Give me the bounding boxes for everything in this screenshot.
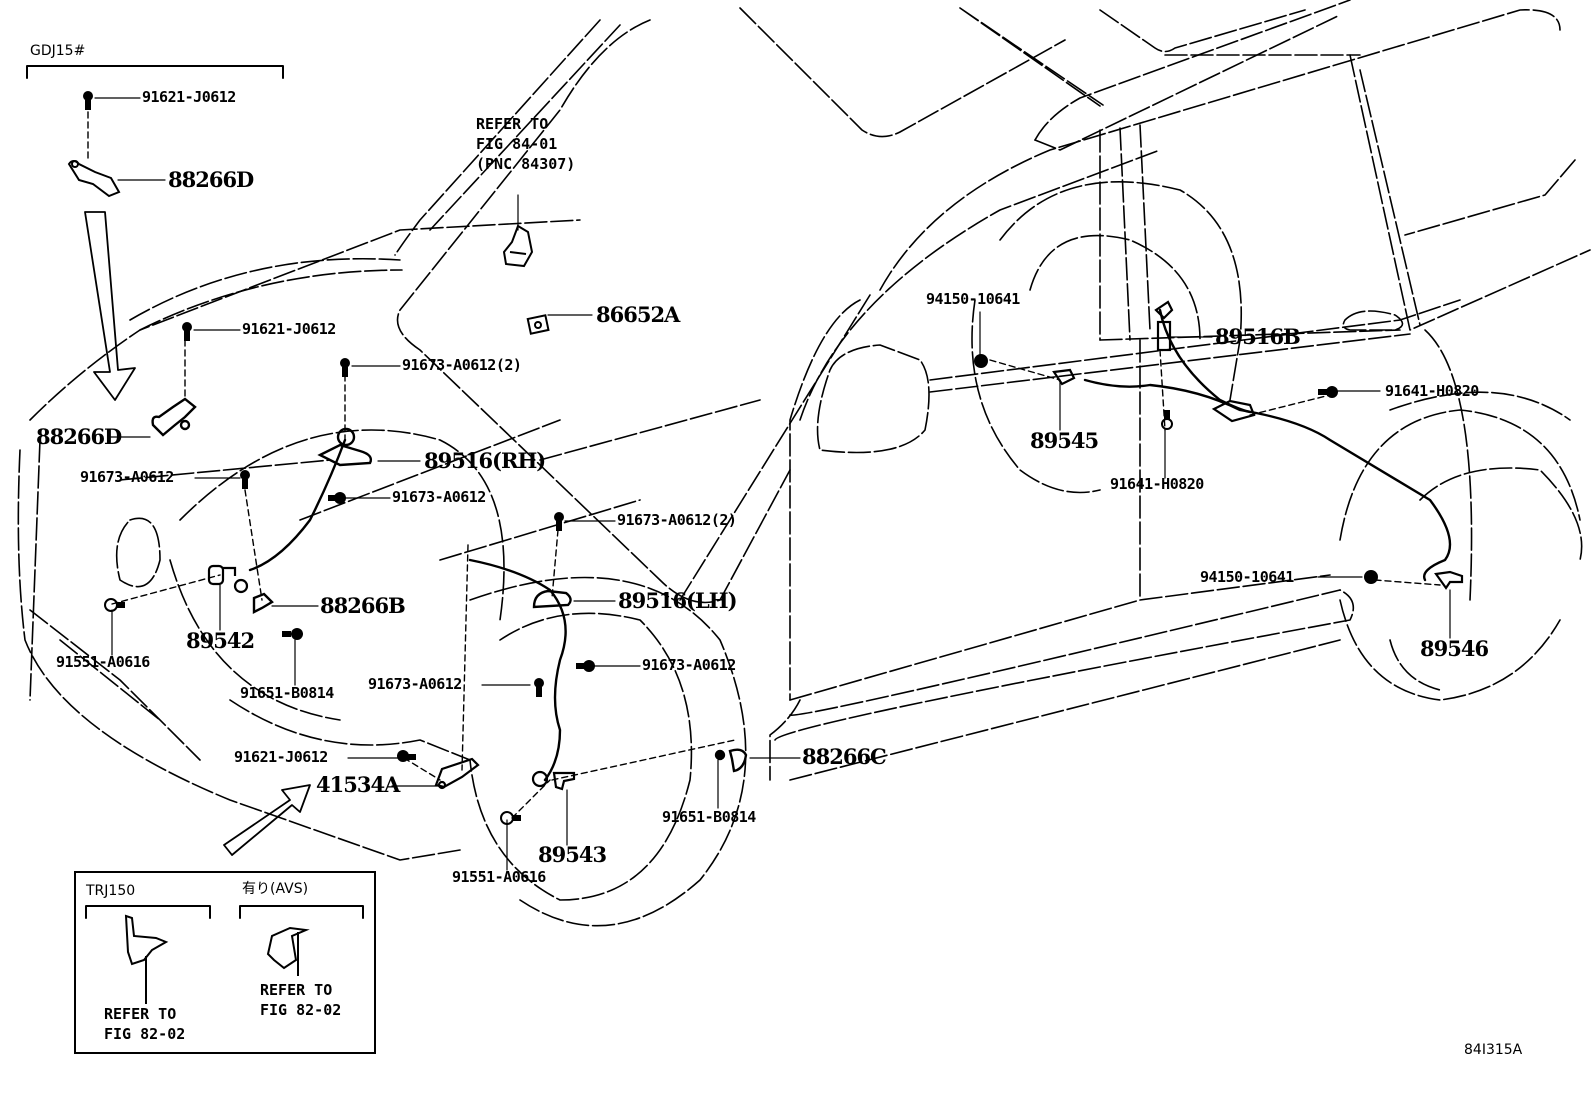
callout-88266D[interactable]: 88266D (36, 424, 122, 449)
inset-refer-right[interactable]: REFER TO FIG 82-02 (260, 980, 341, 1020)
sensor-89545-icon (1050, 366, 1080, 393)
leader-lines (87, 111, 1441, 819)
callout-89543[interactable]: 89543 (538, 842, 607, 867)
callout-91651-B0814-left[interactable]: 91651-B0814 (240, 684, 334, 702)
bolt-icon (1318, 384, 1340, 405)
refer-line-2: FIG 82-02 (260, 1001, 342, 1019)
callout-91673-A0612-rh[interactable]: 91673-A0612 (392, 488, 486, 506)
bracket-icon (65, 158, 125, 205)
figure-id: 84I315A (1464, 1042, 1523, 1058)
callout-91641-H0820-right[interactable]: 91641-H0820 (1385, 382, 1479, 400)
bolt-icon (80, 90, 96, 117)
inset-variant-avs: 有り(AVS) (242, 881, 309, 897)
sensor-89542-icon (205, 560, 255, 601)
nut-icon (1362, 568, 1380, 591)
bolt-icon (328, 490, 348, 511)
bolt-icon (532, 678, 546, 703)
harness-connector-rh-icon (310, 425, 380, 480)
sensor-89543-icon (530, 765, 582, 800)
refer-line-1: REFER TO (476, 115, 549, 133)
bracket-41534A-icon (432, 755, 482, 796)
refer-line-1: REFER TO (104, 1005, 177, 1023)
callout-91673-A0612-lh[interactable]: 91673-A0612 (642, 656, 736, 674)
inset-refer-left[interactable]: REFER TO FIG 82-02 (104, 1004, 185, 1044)
bracket-88266D-icon (145, 395, 205, 450)
inset-bracket-avs-icon (262, 920, 322, 985)
clamp-icon (1210, 395, 1260, 430)
callout-88266C[interactable]: 88266C (802, 744, 887, 769)
callout-89516B[interactable]: 89516B (1215, 324, 1301, 349)
harness-connector-lh-icon (530, 585, 576, 616)
callout-89516-LH[interactable]: 89516(LH) (618, 588, 738, 613)
bracket-88266B-icon (250, 590, 276, 621)
bolt-icon (180, 322, 194, 347)
bolt-icon (238, 470, 252, 495)
bolt-icon (1160, 410, 1174, 435)
callout-86652A[interactable]: 86652A (596, 302, 680, 327)
bolt-icon (338, 358, 352, 383)
callout-88266B[interactable]: 88266B (320, 593, 406, 618)
wire-harness-paths (248, 308, 1452, 782)
callout-91551-A0616-right[interactable]: 91551-A0616 (452, 868, 546, 886)
callout-88266D-top[interactable]: 88266D (168, 167, 254, 192)
sensor-86652A-icon (526, 314, 552, 341)
callout-91673-A0612-2-rh[interactable]: 91673-A0612(2) (402, 356, 522, 374)
refer-line-2: FIG 84-01 (476, 135, 558, 153)
refer-line-1: REFER TO (260, 981, 333, 999)
bolt-icon (500, 810, 522, 831)
callout-91621-J0612-mid[interactable]: 91621-J0612 (242, 320, 336, 338)
bolt-icon (576, 658, 598, 679)
callout-89546[interactable]: 89546 (1420, 636, 1489, 661)
sensor-89546-icon (1432, 568, 1468, 597)
callout-89542[interactable]: 89542 (186, 628, 255, 653)
inset-variant-trj150: TRJ150 (86, 883, 136, 899)
refer-note-fig-84-01[interactable]: REFER TO FIG 84-01 (PNC 84307) (476, 114, 575, 174)
variant-label-gdj15: GDJ15# (30, 43, 86, 59)
view-arrows (84, 211, 311, 856)
callout-91621-J0612-top[interactable]: 91621-J0612 (142, 88, 236, 106)
inset-bracket-trj150-icon (116, 912, 176, 1017)
variant-inset-box (74, 871, 376, 1054)
callout-89545[interactable]: 89545 (1030, 428, 1099, 453)
callout-91651-B0814-right[interactable]: 91651-B0814 (662, 808, 756, 826)
bolt-icon (552, 512, 566, 537)
refer-line-2: FIG 82-02 (104, 1025, 186, 1043)
callout-91673-A0612-left[interactable]: 91673-A0612 (80, 468, 174, 486)
bolt-icon (395, 748, 417, 771)
label-leaders (94, 97, 1451, 871)
harness-connector-89516B-icon (1150, 300, 1180, 365)
callout-91551-A0616-left[interactable]: 91551-A0616 (56, 653, 150, 671)
bolt-icon (282, 626, 304, 647)
callout-91641-H0820-low[interactable]: 91641-H0820 (1110, 475, 1204, 493)
clip-icon (498, 222, 538, 275)
callout-41534A[interactable]: 41534A (316, 772, 400, 797)
variant-brackets (26, 65, 364, 919)
bolt-icon (104, 597, 126, 618)
callout-91673-A0612-lhlow[interactable]: 91673-A0612 (368, 675, 462, 693)
callout-94150-10641-upper[interactable]: 94150-10641 (926, 290, 1020, 308)
refer-line-3: (PNC 84307) (476, 155, 576, 173)
callout-91621-J0612-low[interactable]: 91621-J0612 (234, 748, 328, 766)
bracket-88266C-icon (712, 745, 752, 780)
callout-91673-A0612-2-lh[interactable]: 91673-A0612(2) (617, 511, 737, 529)
callout-94150-10641-lower[interactable]: 94150-10641 (1200, 568, 1294, 586)
callout-89516-RH[interactable]: 89516(RH) (424, 448, 546, 473)
nut-icon (972, 352, 990, 375)
vehicle-body-lines (17, 0, 1591, 927)
